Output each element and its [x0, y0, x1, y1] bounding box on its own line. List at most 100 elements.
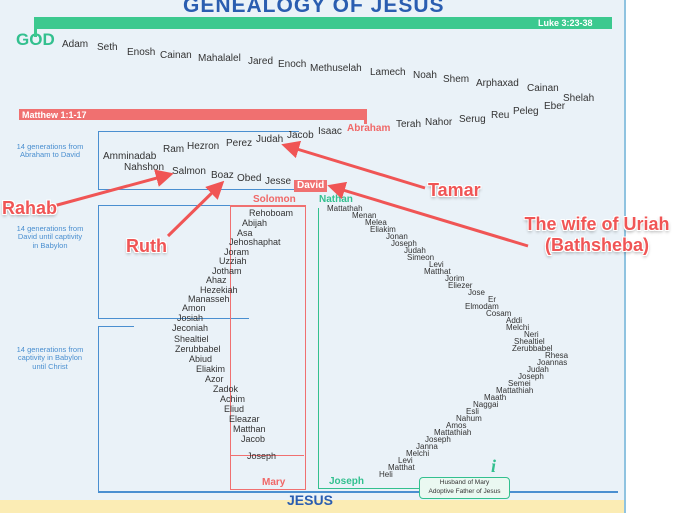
ancestor-name: Mattathah — [327, 204, 363, 213]
ancestor-name: Obed — [237, 173, 262, 184]
luke-bar — [34, 17, 612, 29]
ancestor-name: Jotham — [212, 266, 242, 276]
ancestor-name: Melchi — [506, 323, 530, 332]
ancestor-name: Rhesa — [545, 351, 569, 360]
ancestor-name: Jesse — [265, 176, 292, 187]
annotation-tamar: Tamar — [428, 180, 481, 200]
ancestor-name: Shem — [443, 74, 470, 85]
ancestor-name: Joannas — [537, 358, 568, 367]
solomon-line-box — [230, 205, 306, 490]
ancestor-name: Methuselah — [310, 63, 362, 74]
page-title: GENEALOGY OF JESUS — [183, 0, 445, 17]
matthew-bar-tick — [364, 109, 367, 124]
ancestor-name: Enoch — [278, 59, 307, 70]
ancestor-name: Nahshon — [124, 162, 165, 173]
arrow-ruth — [166, 180, 225, 238]
ancestor-name: Shelah — [563, 93, 595, 104]
joseph-divider — [230, 455, 304, 456]
ancestor-name: Adam — [62, 39, 89, 50]
ancestor-name: Mahalalel — [198, 53, 241, 64]
ancestor-name: Melchi — [406, 449, 430, 458]
david-label: David — [294, 180, 328, 192]
ancestor-name: Jorim — [445, 274, 465, 283]
info-icon[interactable]: i — [491, 456, 497, 476]
ancestor-name: Er — [488, 295, 496, 304]
ancestor-name: Jeconiah — [172, 323, 209, 333]
bracket-abraham-david — [98, 131, 299, 190]
ancestor-name: Isaac — [318, 126, 342, 137]
ancestor-name: Jacob — [287, 130, 314, 141]
ancestor-name: Shealtiel — [174, 334, 209, 344]
ancestor-name: Shealtiel — [514, 337, 545, 346]
ancestor-name: Lamech — [370, 67, 406, 78]
arrow-rahab — [49, 169, 174, 209]
ancestor-name: Neri — [524, 330, 539, 339]
ancestor-name: Azor — [205, 374, 224, 384]
ancestor-name: Amon — [182, 303, 206, 313]
ancestor-name: Rehoboam — [249, 208, 294, 218]
ancestor-name: Naggai — [473, 400, 499, 409]
ancestor-name: Matthat — [424, 267, 451, 276]
ancestor-name: Cainan — [160, 50, 192, 61]
ancestor-name: Zadok — [213, 384, 239, 394]
info-line-1: Husband of Mary — [439, 479, 490, 486]
ancestor-name: Jehoshaphat — [229, 237, 281, 247]
ancestor-name: Levi — [398, 456, 413, 465]
ancestor-name: Joseph — [391, 239, 417, 248]
side-note-3: 14 generations from captivity in Babylon… — [16, 345, 84, 371]
ancestor-name: Jared — [248, 56, 274, 67]
ancestor-name: Abijah — [242, 218, 268, 228]
ancestor-name: Melea — [365, 218, 387, 227]
ancestor-name: Jonan — [386, 232, 408, 241]
ancestor-name: Heli — [379, 470, 393, 479]
ancestor-name: Eber — [544, 101, 566, 112]
bracket-babylon-christ — [98, 326, 134, 492]
arrow-tamar — [281, 140, 426, 190]
ancestor-name: Matthat — [388, 463, 415, 472]
ancestor-name: Menan — [352, 211, 377, 220]
jesus-label: JESUS — [287, 492, 333, 508]
luke-reference: Luke 3:23-38 — [538, 18, 593, 28]
ancestor-name: Amos — [446, 421, 467, 430]
ancestor-name: Asa — [237, 228, 253, 238]
ancestor-name: Eliud — [224, 404, 245, 414]
ancestor-name: Uzziah — [219, 256, 247, 266]
ancestor-name: Ahaz — [206, 275, 227, 285]
joseph-green-label: Joseph — [329, 476, 365, 487]
ancestor-name: Jacob — [241, 434, 266, 444]
ancestor-name: Eliakim — [196, 364, 226, 374]
ancestor-name: Matthan — [233, 424, 266, 434]
ancestor-name: Eleazar — [229, 414, 260, 424]
bracket-david-babylon — [98, 205, 249, 319]
ancestor-name: Zerubbabel — [512, 344, 553, 353]
ancestor-name: Nahum — [456, 414, 482, 423]
ancestor-name: Josiah — [177, 313, 204, 323]
annotation-bathsheba: The wife of Uriah (Bathsheba) — [524, 214, 670, 255]
ancestor-name: Eliakim — [370, 225, 396, 234]
matthew-bar — [19, 109, 367, 120]
ancestor-name: Abiud — [189, 354, 213, 364]
ancestor-name: Noah — [413, 70, 437, 81]
ancestor-name: Ram — [163, 144, 185, 155]
ancestor-name: Perez — [226, 138, 253, 149]
nathan-line-box — [318, 208, 419, 489]
nathan-label: Nathan — [319, 194, 353, 205]
ancestor-name: Maath — [484, 393, 507, 402]
info-line-2: Adoptive Father of Jesus — [428, 488, 501, 495]
ancestor-name: Enosh — [127, 47, 156, 58]
annotation-rahab: Rahab — [2, 198, 58, 218]
ancestor-name: Manasseh — [188, 294, 230, 304]
ancestor-name: Janna — [416, 442, 438, 451]
ancestor-name: Salmon — [172, 166, 206, 177]
ancestor-name: Arphaxad — [476, 78, 519, 89]
ancestor-name: Joseph — [425, 435, 451, 444]
ancestor-name: Semei — [508, 379, 531, 388]
ancestor-name: Joram — [224, 247, 250, 257]
ancestor-name: Hezron — [187, 141, 220, 152]
ancestor-name: Eliezer — [448, 281, 473, 290]
ancestor-name: Seth — [97, 42, 118, 53]
side-note-2: 14 generations from David until captivit… — [16, 224, 84, 250]
annotation-ruth: Ruth — [126, 236, 167, 256]
ancestor-name: Cosam — [486, 309, 512, 318]
